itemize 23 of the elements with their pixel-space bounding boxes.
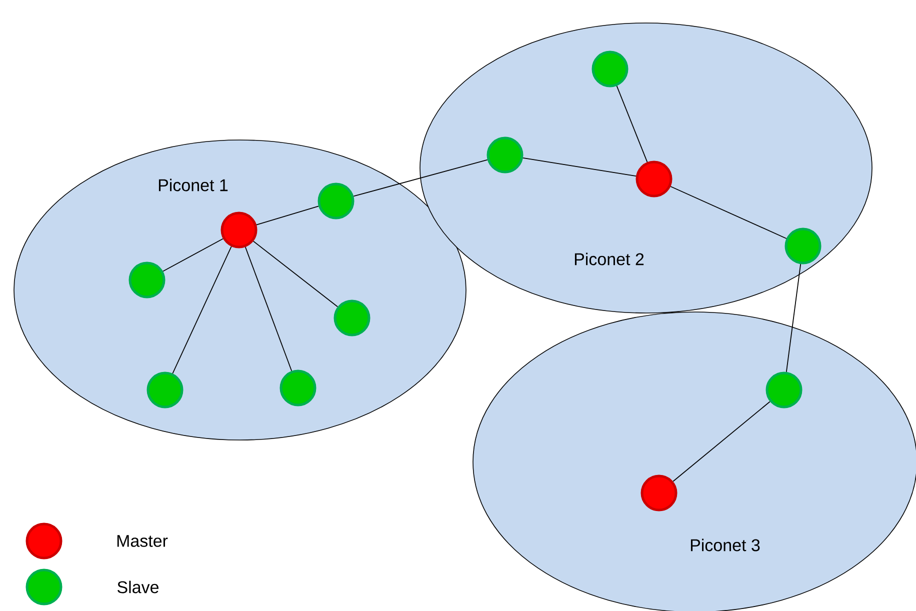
connection-line — [670, 186, 787, 239]
slave-node — [280, 370, 316, 406]
connection-line — [256, 206, 319, 226]
connection-line — [522, 157, 636, 177]
connection-line — [172, 246, 232, 374]
slave-node — [592, 50, 628, 88]
legend-label: Slave — [118, 580, 158, 594]
connection-line — [672, 401, 770, 482]
connection-line — [786, 264, 802, 372]
master-node — [640, 474, 678, 512]
connection-line — [616, 86, 648, 162]
legend-label: Master — [117, 535, 168, 547]
connection-line — [353, 159, 488, 197]
master-node — [636, 160, 672, 198]
slave-node — [146, 372, 184, 408]
slave-node — [318, 182, 354, 220]
slave-node — [128, 262, 166, 298]
connection-line — [252, 240, 338, 308]
slave-node — [766, 372, 802, 408]
connection-line — [244, 246, 292, 372]
connection-line — [162, 238, 224, 272]
slave-node — [486, 136, 524, 174]
slave-node — [784, 228, 822, 264]
